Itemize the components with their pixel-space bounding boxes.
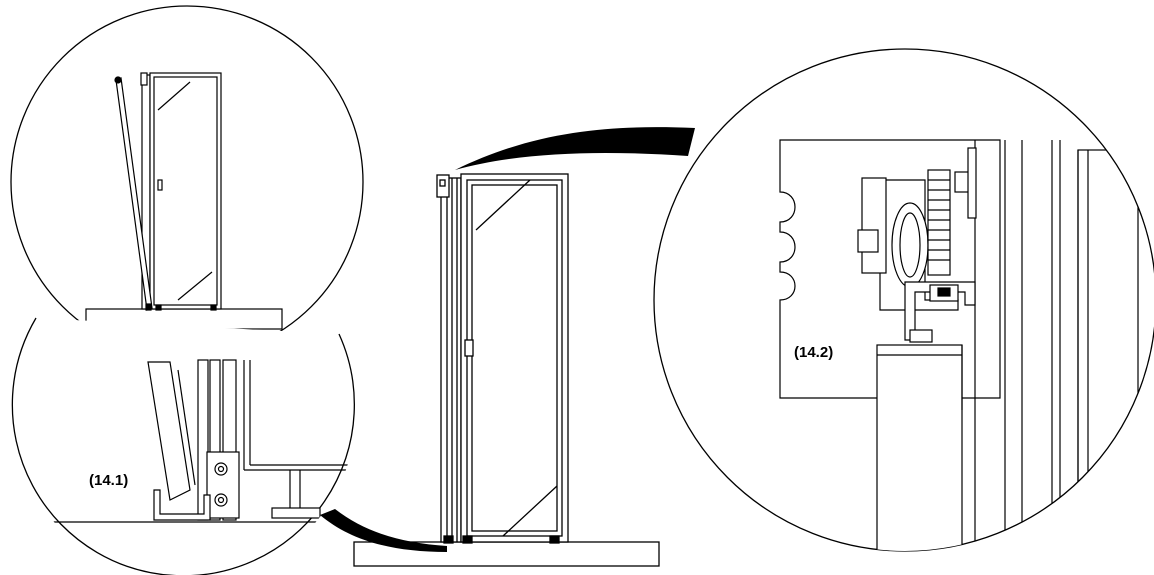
detail-circle-14-2 — [653, 48, 1154, 552]
detail-label-14-2: (14.2) — [794, 344, 834, 361]
detail-circle-open-door — [10, 5, 364, 359]
detail-circle-14-1 — [11, 317, 356, 575]
detail-label-14-1: (14.1) — [89, 472, 129, 489]
callout-leader-top — [455, 127, 695, 170]
main-cabinet-elevation — [353, 173, 660, 567]
main-door-panel — [460, 173, 569, 543]
main-door-handle — [464, 339, 474, 357]
callout-leader-bottom — [320, 509, 447, 552]
